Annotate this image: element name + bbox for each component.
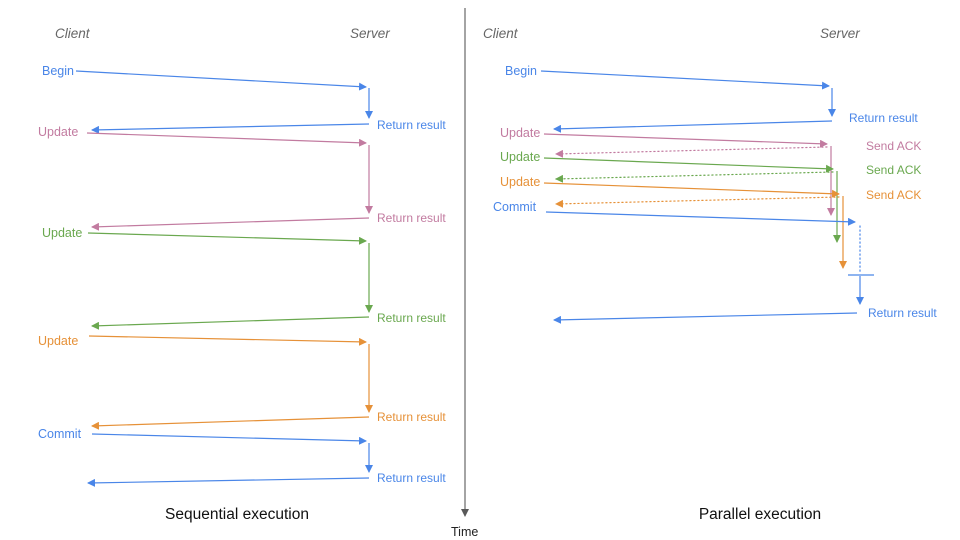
right-update3-label: Update	[500, 175, 540, 189]
right-update1-label: Update	[500, 126, 540, 140]
left-update2-request-arrow	[87, 232, 367, 245]
right-update1-ack-label: Send ACK	[866, 139, 921, 153]
right-message-commit: Commit Return result	[493, 200, 937, 324]
right-update2-request-arrow	[543, 157, 834, 173]
left-begin-result-label: Return result	[377, 118, 446, 132]
left-commit-response-arrow	[87, 477, 370, 487]
right-diagram: Client Server Begin Return result Update…	[483, 26, 937, 523]
right-begin-result-label: Return result	[849, 111, 918, 125]
right-begin-response-arrow	[553, 120, 833, 133]
left-begin-label: Begin	[42, 64, 74, 78]
left-commit-result-label: Return result	[377, 471, 446, 485]
left-begin-response-arrow	[91, 123, 370, 134]
left-update2-response-arrow	[91, 316, 370, 330]
right-update3-ack-arrow	[555, 196, 840, 208]
time-axis: Time	[451, 8, 478, 539]
right-update2-label: Update	[500, 150, 540, 164]
left-update3-result-label: Return result	[377, 410, 446, 424]
right-server-header: Server	[820, 26, 860, 41]
left-message-begin: Begin Return result	[42, 64, 446, 134]
left-message-update3: Update Return result	[38, 334, 446, 430]
left-update3-request-arrow	[88, 335, 367, 346]
left-update2-label: Update	[42, 226, 82, 240]
right-commit-response-arrow	[553, 312, 858, 324]
right-caption: Parallel execution	[699, 506, 821, 523]
right-commit-result-label: Return result	[868, 306, 937, 320]
left-message-update2: Update Return result	[42, 226, 446, 330]
left-server-header: Server	[350, 26, 390, 41]
right-client-header: Client	[483, 26, 519, 41]
right-update3-request-arrow	[543, 182, 840, 198]
right-begin-label: Begin	[505, 64, 537, 78]
right-message-update2: Update Send ACK	[500, 150, 921, 243]
left-update1-request-arrow	[86, 132, 367, 147]
left-commit-label: Commit	[38, 427, 82, 441]
left-message-update1: Update Return result	[38, 125, 446, 231]
left-update3-response-arrow	[91, 416, 370, 430]
right-update3-ack-label: Send ACK	[866, 188, 921, 202]
right-update2-ack-label: Send ACK	[866, 163, 921, 177]
right-update2-ack-arrow	[555, 171, 834, 183]
right-message-begin: Begin Return result	[505, 64, 918, 133]
left-update2-result-label: Return result	[377, 311, 446, 325]
right-message-update3: Update Send ACK	[500, 175, 921, 269]
left-caption: Sequential execution	[165, 506, 309, 523]
left-update1-response-arrow	[91, 217, 370, 231]
right-update1-request-arrow	[543, 133, 828, 148]
right-begin-request-arrow	[540, 70, 830, 90]
left-diagram: Client Server Begin Return result Update…	[38, 26, 446, 523]
right-commit-label: Commit	[493, 200, 537, 214]
left-update1-result-label: Return result	[377, 211, 446, 225]
left-update1-label: Update	[38, 125, 78, 139]
left-client-header: Client	[55, 26, 91, 41]
right-update1-ack-arrow	[555, 146, 828, 158]
left-commit-request-arrow	[91, 433, 367, 445]
left-begin-request-arrow	[75, 70, 367, 91]
left-message-commit: Commit Return result	[38, 427, 446, 487]
left-update3-label: Update	[38, 334, 78, 348]
time-axis-label: Time	[451, 525, 478, 539]
right-message-update1: Update Send ACK	[500, 126, 921, 216]
right-commit-request-arrow	[545, 211, 856, 226]
